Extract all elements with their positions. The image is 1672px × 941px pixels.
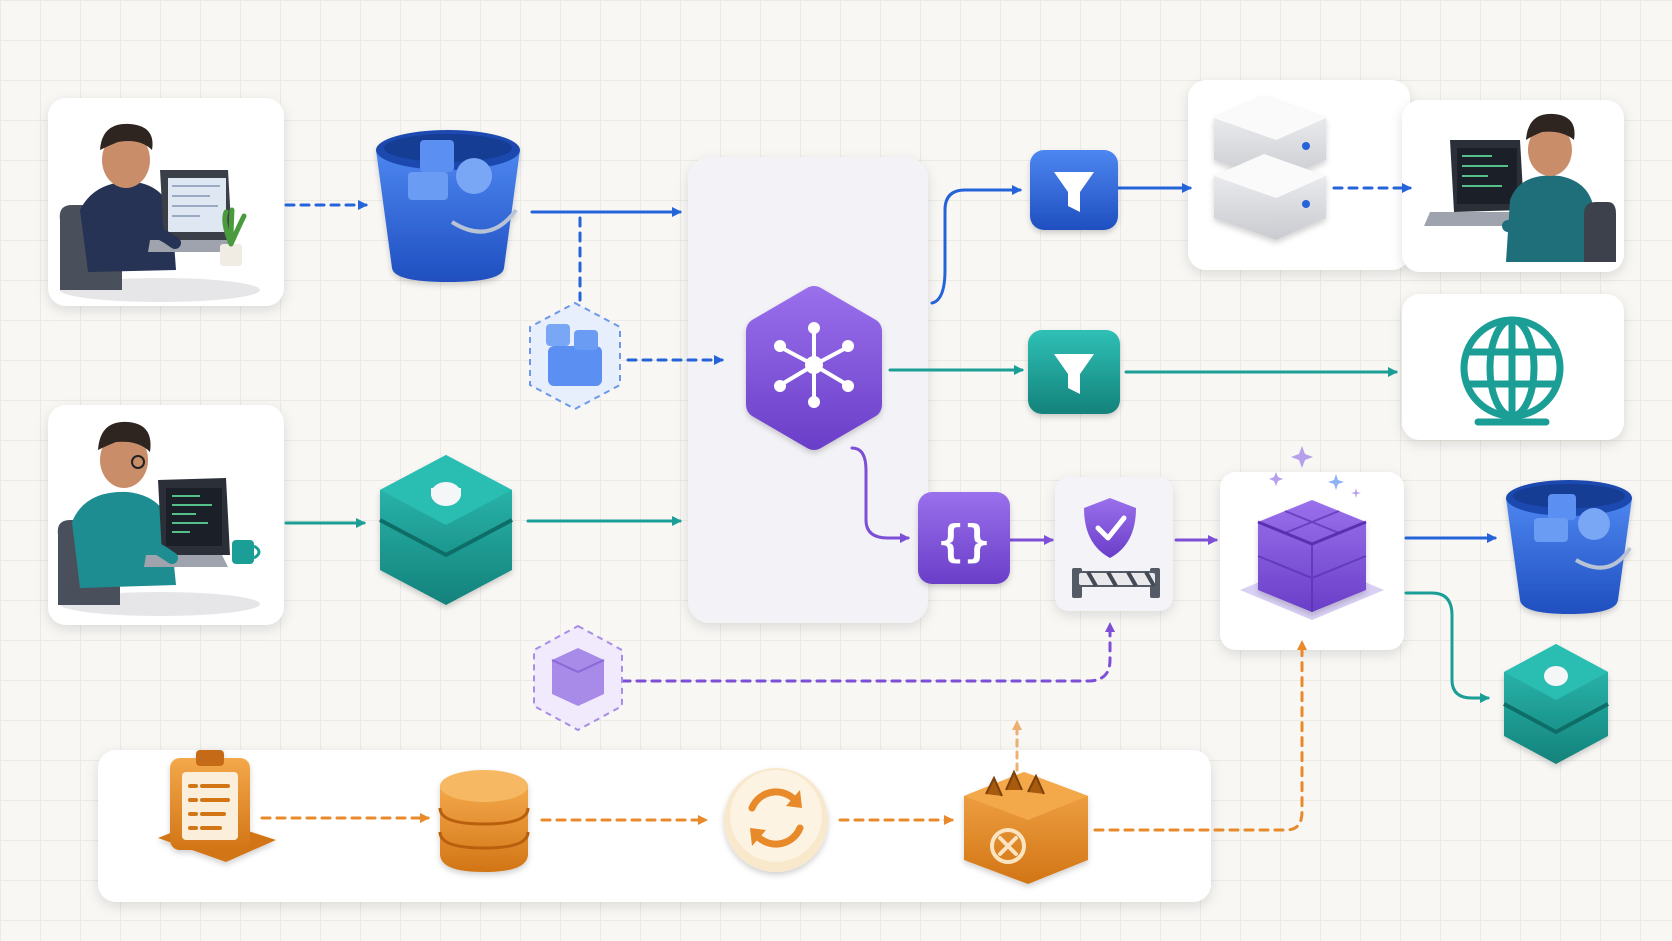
reject-bin-icon: [964, 769, 1088, 884]
globe-icon: [1460, 316, 1564, 426]
cube-icon: [533, 624, 623, 732]
braces-icon: {}: [918, 492, 1010, 584]
developer-at-laptop-icon: [59, 123, 260, 302]
clipboard-checklist-icon: [158, 750, 276, 862]
hexagon-stack-icon: [1503, 644, 1609, 764]
hexagon-stack-icon: [379, 455, 513, 605]
bucket-icon: [376, 130, 520, 282]
edge-cube-stack: [1404, 591, 1490, 703]
batch-lane: [98, 750, 1211, 902]
edge-hub-code: [850, 446, 910, 543]
developer-with-glasses-icon: [57, 421, 261, 616]
database-icon: [438, 770, 530, 872]
shield-check-barrier-icon: [1072, 498, 1160, 598]
cube-icon: [1240, 446, 1384, 620]
bucket-icon: [1506, 480, 1632, 614]
funnel-icon: [1030, 150, 1118, 230]
developer-at-laptop-icon: [1424, 113, 1616, 262]
server-icon: [1214, 96, 1326, 240]
hub-icon: [746, 286, 882, 450]
edge-hub-filter-blue: [930, 185, 1022, 305]
svg-text:{}: {}: [938, 516, 991, 567]
blocks-icon: [529, 301, 621, 411]
funnel-icon: [1028, 330, 1120, 414]
edge-smallcube-gate: [620, 622, 1115, 683]
sync-icon: [724, 768, 828, 872]
edge-bin-cube: [1093, 640, 1307, 832]
